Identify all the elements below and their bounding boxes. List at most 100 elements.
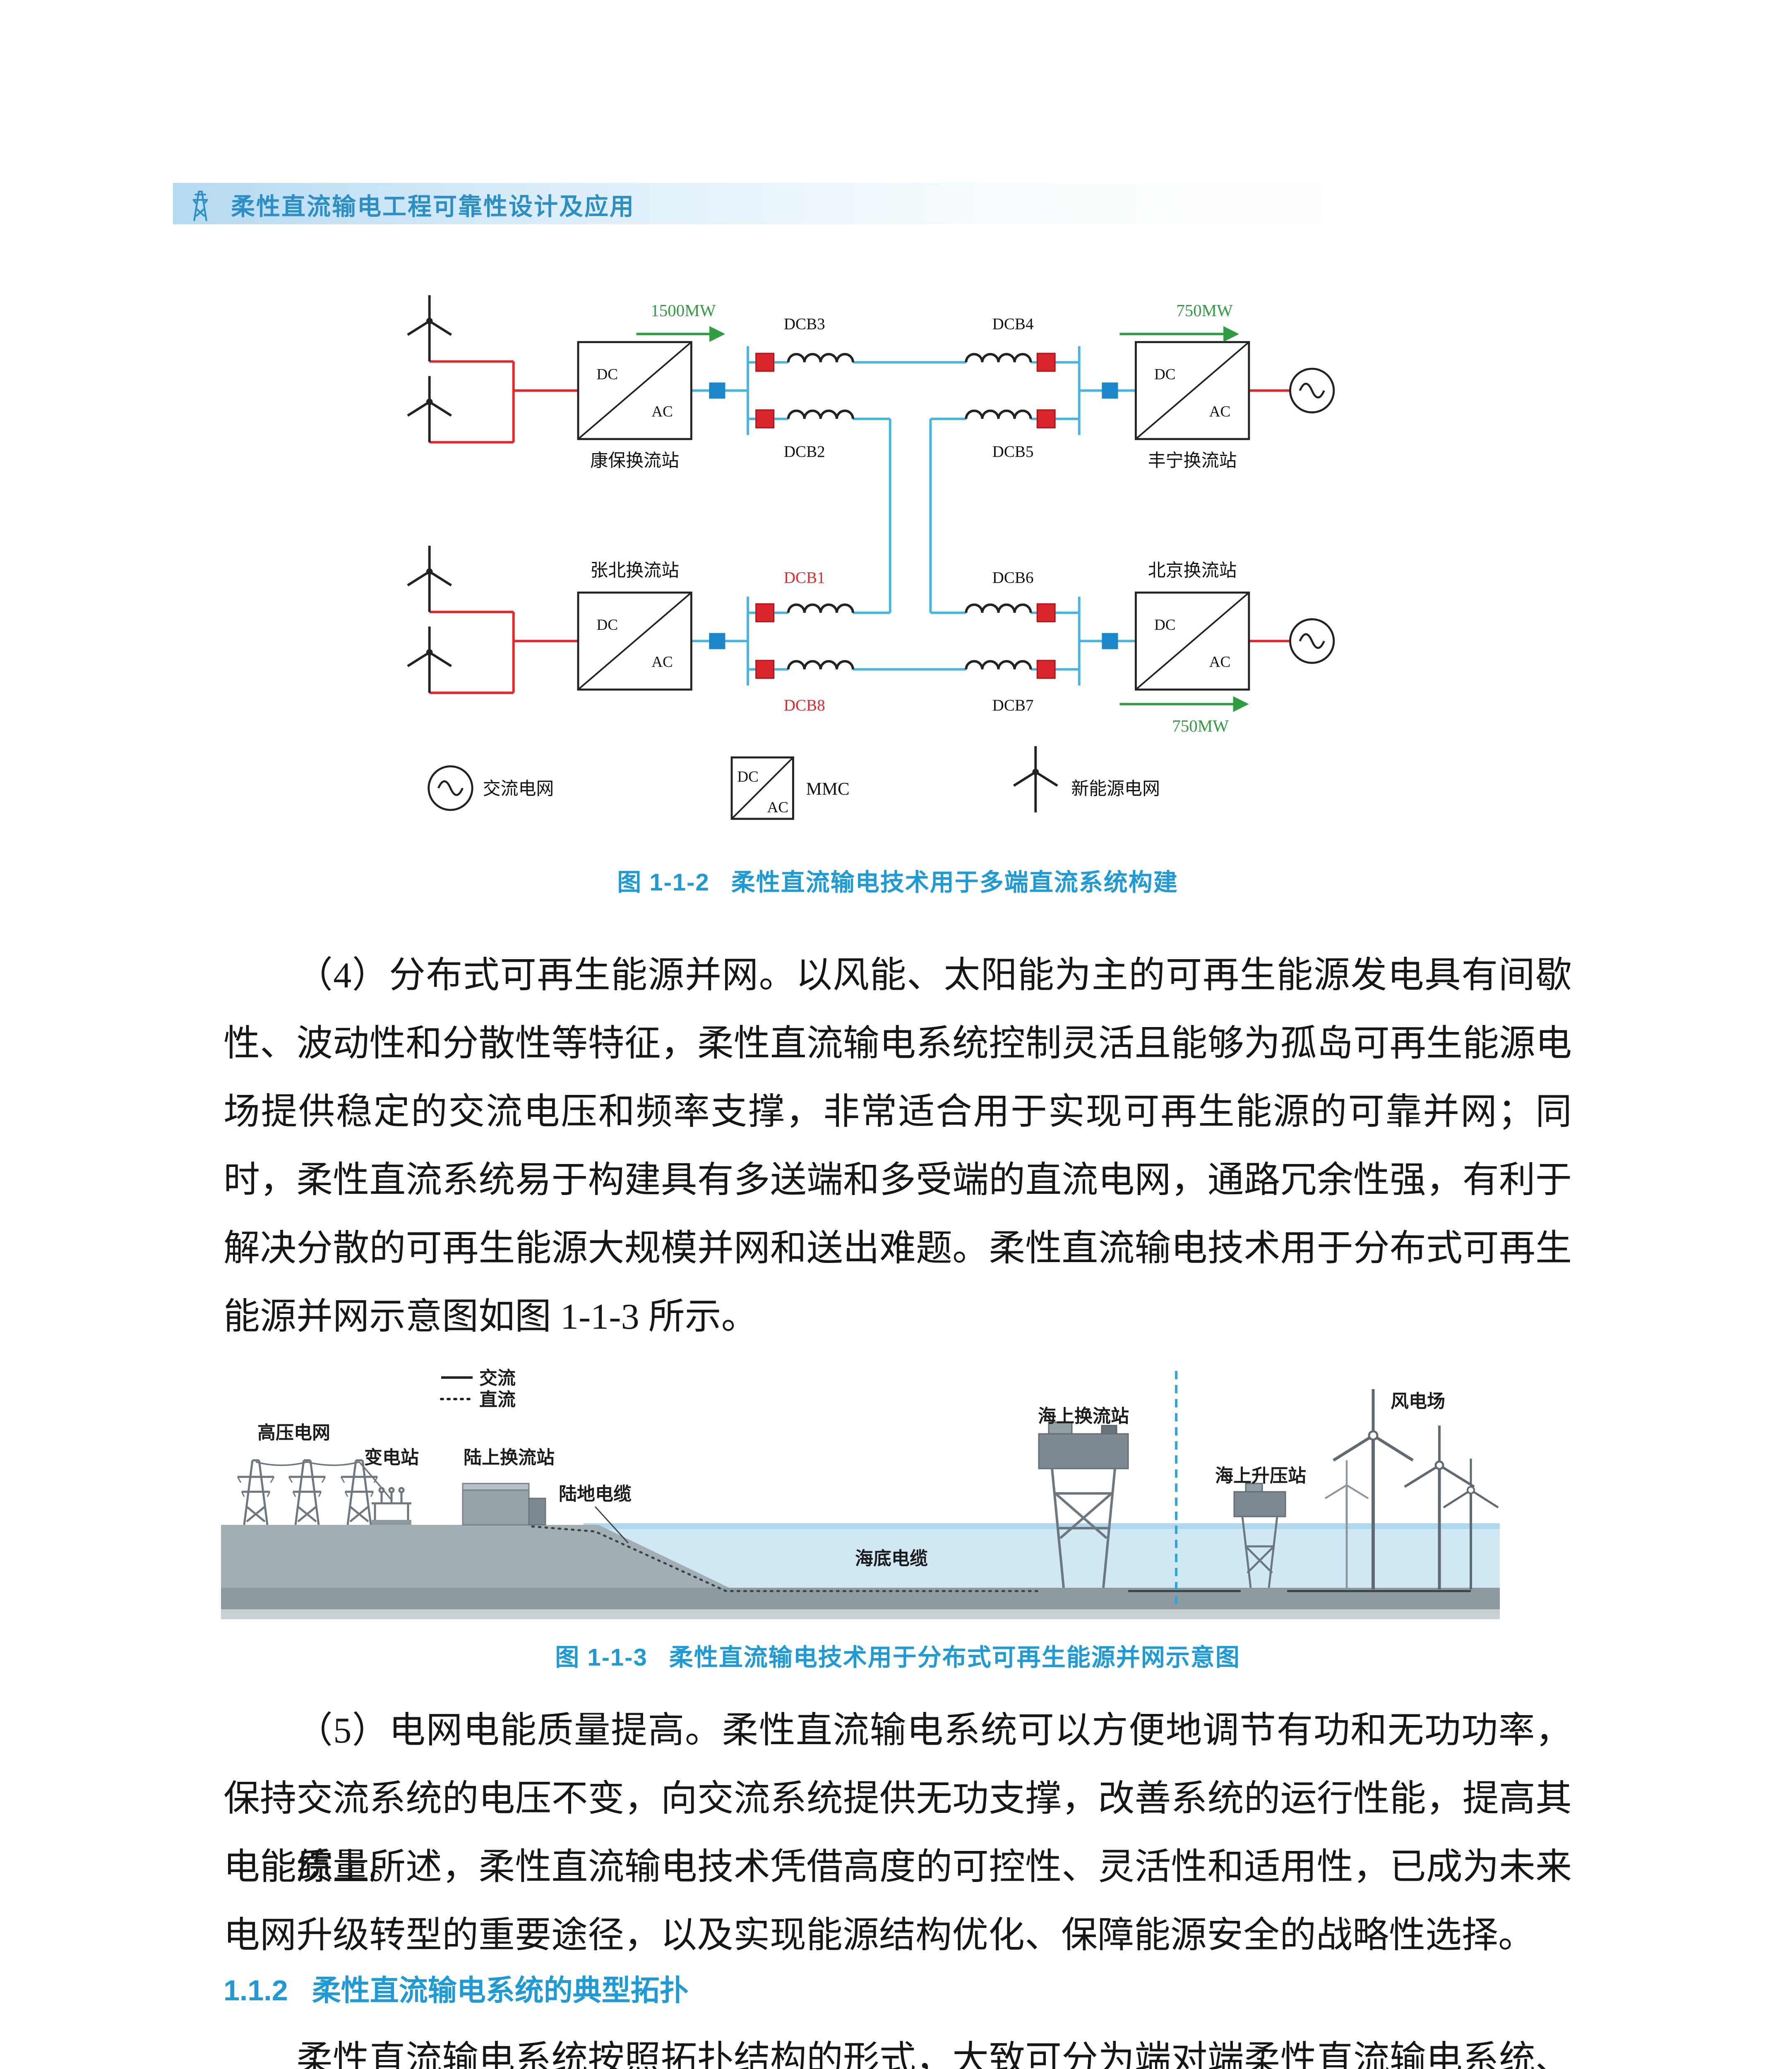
offshore-booster-label: 海上升压站 bbox=[1215, 1466, 1306, 1486]
wind-turbine-icon bbox=[408, 626, 451, 693]
wind-turbine-icon bbox=[408, 546, 451, 612]
onshore-station-label: 陆上换流站 bbox=[464, 1447, 555, 1468]
figure-caption-text: 柔性直流输电技术用于多端直流系统构建 bbox=[731, 869, 1178, 896]
ac-side-label: AC bbox=[1209, 403, 1231, 420]
running-head-title: 柔性直流输电工程可靠性设计及应用 bbox=[231, 193, 635, 220]
dc-breaker-square-dcb6 bbox=[1036, 603, 1056, 622]
wind-turbine-icon bbox=[1014, 746, 1057, 812]
figure-1-1-2-caption: 图 1-1-2 柔性直流输电技术用于多端直流系统构建 bbox=[223, 863, 1572, 898]
ac-side-label: AC bbox=[767, 799, 789, 816]
paragraph-renewable-integration: （4）分布式可再生能源并网。以风能、太阳能为主的可再生能源发电具有间歇性、波动性… bbox=[223, 955, 1572, 1337]
dc-network-lines bbox=[691, 346, 1136, 686]
substation-label: 变电站 bbox=[364, 1447, 419, 1468]
dc-breaker-square-dcb8 bbox=[755, 660, 775, 679]
dc-side-label: DC bbox=[737, 768, 759, 785]
ac-source-icon bbox=[1290, 619, 1333, 662]
smoothing-reactor bbox=[966, 605, 1031, 613]
dcb5-label: DCB5 bbox=[992, 443, 1034, 461]
dc-node-square bbox=[709, 382, 725, 399]
legend-ac-label: 交流 bbox=[479, 1368, 516, 1388]
paragraph-summary: 综上所述，柔性直流输电技术凭借高度的可控性、灵活性和适用性，已成为未来电网升级转… bbox=[223, 1847, 1572, 1956]
paragraph-power-quality: （5）电网电能质量提高。柔性直流输电系统可以方便地调节有功和无功功率，保持交流系… bbox=[223, 1711, 1572, 1887]
figure-caption-text: 柔性直流输电技术用于分布式可再生能源并网示意图 bbox=[669, 1644, 1240, 1671]
figure-caption-label: 图 1-1-3 bbox=[555, 1644, 648, 1671]
smoothing-reactor bbox=[788, 354, 853, 362]
smoothing-reactor bbox=[788, 661, 853, 670]
transmission-towers bbox=[238, 1460, 392, 1525]
land bbox=[221, 1525, 729, 1588]
power-label-1500mw: 1500MW bbox=[651, 301, 716, 320]
converter-box-zhangbei: DC AC bbox=[577, 591, 692, 691]
dcb2-label: DCB2 bbox=[784, 443, 825, 461]
dc-side-label: DC bbox=[597, 617, 618, 634]
station-label-zhangbei: 张北换流站 bbox=[590, 561, 679, 581]
hv-grid-label: 高压电网 bbox=[257, 1423, 330, 1443]
dc-submarine-cable bbox=[531, 1525, 1040, 1592]
dcb6-label: DCB6 bbox=[992, 569, 1034, 587]
substation-structure bbox=[372, 1487, 411, 1525]
smoothing-reactor bbox=[966, 661, 1031, 670]
dc-breaker-square-dcb7 bbox=[1036, 660, 1056, 679]
smoothing-reactor bbox=[966, 411, 1031, 419]
wind-turbine-icon bbox=[408, 295, 451, 361]
offshore-station-label: 海上换流站 bbox=[1038, 1406, 1129, 1426]
dcb1-label: DCB1 bbox=[784, 569, 825, 587]
wind-turbine-icon bbox=[1324, 1460, 1369, 1589]
land-cable-label: 陆地电缆 bbox=[559, 1484, 632, 1504]
dc-breaker-square-dcb5 bbox=[1036, 409, 1056, 429]
figure-1-1-2-diagram: DC AC DC AC DC AC DC AC 1500MW 750MW bbox=[352, 286, 1386, 820]
header-band bbox=[173, 183, 1439, 224]
ac-grid-connection-lines bbox=[1249, 389, 1290, 643]
station-label-kangbao: 康保换流站 bbox=[590, 451, 679, 470]
figure-1-1-3-illustration: 交流 直流 高压电网 变电站 陆上换流站 陆地电缆 bbox=[221, 1368, 1500, 1619]
smoothing-reactor bbox=[788, 411, 853, 419]
dc-node-square bbox=[1102, 633, 1118, 649]
smoothing-reactor bbox=[788, 605, 853, 613]
wind-collector-lines bbox=[429, 360, 578, 694]
onshore-converter-building bbox=[462, 1483, 546, 1526]
figure1-legend: 交流电网 DC AC MMC 新能源电网 bbox=[429, 746, 1160, 820]
dc-node-square bbox=[1102, 382, 1118, 399]
power-label-750mw-top: 750MW bbox=[1176, 301, 1233, 320]
figure-caption-label: 图 1-1-2 bbox=[617, 869, 710, 896]
section-title: 柔性直流输电系统的典型拓扑 bbox=[312, 1974, 689, 2007]
dcb7-label: DCB7 bbox=[992, 696, 1034, 714]
station-label-beijing: 北京换流站 bbox=[1148, 561, 1237, 581]
page-header: 柔性直流输电工程可靠性设计及应用 bbox=[182, 185, 635, 223]
wind-farm-label: 风电场 bbox=[1391, 1391, 1445, 1411]
legend-mmc-label: MMC bbox=[806, 779, 850, 799]
paragraph-topology-intro: 柔性直流输电系统按照拓扑结构的形式，大致可分为端对端柔性直流输电系统、背靠背柔性… bbox=[296, 2040, 1572, 2069]
wind-turbine-icon bbox=[1443, 1459, 1499, 1589]
dc-breaker-square-dcb1 bbox=[755, 603, 775, 622]
converter-box-beijing: DC AC bbox=[1134, 591, 1250, 691]
section-heading-1-1-2: 1.1.2 柔性直流输电系统的典型拓扑 bbox=[223, 1970, 689, 2011]
figure-1-1-3-caption: 图 1-1-3 柔性直流输电技术用于分布式可再生能源并网示意图 bbox=[223, 1638, 1572, 1673]
figure2-legend: 交流 直流 bbox=[440, 1368, 516, 1410]
dc-breaker-square-dcb2 bbox=[755, 409, 775, 429]
dcb8-label: DCB8 bbox=[784, 696, 825, 714]
wind-turbine-icon bbox=[408, 376, 451, 442]
ac-source-icon bbox=[429, 766, 472, 810]
submarine-cable-label: 海底电缆 bbox=[855, 1548, 928, 1569]
dcb3-label: DCB3 bbox=[784, 315, 825, 333]
ac-side-label: AC bbox=[1209, 654, 1231, 671]
legend-ac-grid-label: 交流电网 bbox=[483, 779, 554, 799]
wind-farm-turbines bbox=[1324, 1389, 1499, 1589]
offshore-booster-platform bbox=[1233, 1483, 1286, 1588]
dcb4-label: DCB4 bbox=[992, 315, 1034, 333]
power-tower-logo-icon bbox=[192, 190, 208, 221]
dc-side-label: DC bbox=[1154, 617, 1176, 634]
converter-box-kangbao: DC AC bbox=[577, 341, 692, 440]
section-number: 1.1.2 bbox=[223, 1974, 288, 2007]
dc-breaker-square-dcb4 bbox=[1036, 353, 1056, 372]
dc-side-label: DC bbox=[597, 366, 618, 383]
sea bbox=[584, 1523, 1500, 1588]
ac-side-label: AC bbox=[651, 403, 673, 420]
offshore-converter-platform bbox=[1038, 1421, 1129, 1588]
dc-breaker-square-dcb3 bbox=[755, 353, 775, 372]
legend-dc-label: 直流 bbox=[479, 1390, 516, 1410]
wind-turbine-icon bbox=[1333, 1389, 1414, 1589]
sea-surface bbox=[584, 1523, 1500, 1529]
seabed-lower bbox=[221, 1609, 1500, 1619]
ac-side-label: AC bbox=[651, 654, 673, 671]
